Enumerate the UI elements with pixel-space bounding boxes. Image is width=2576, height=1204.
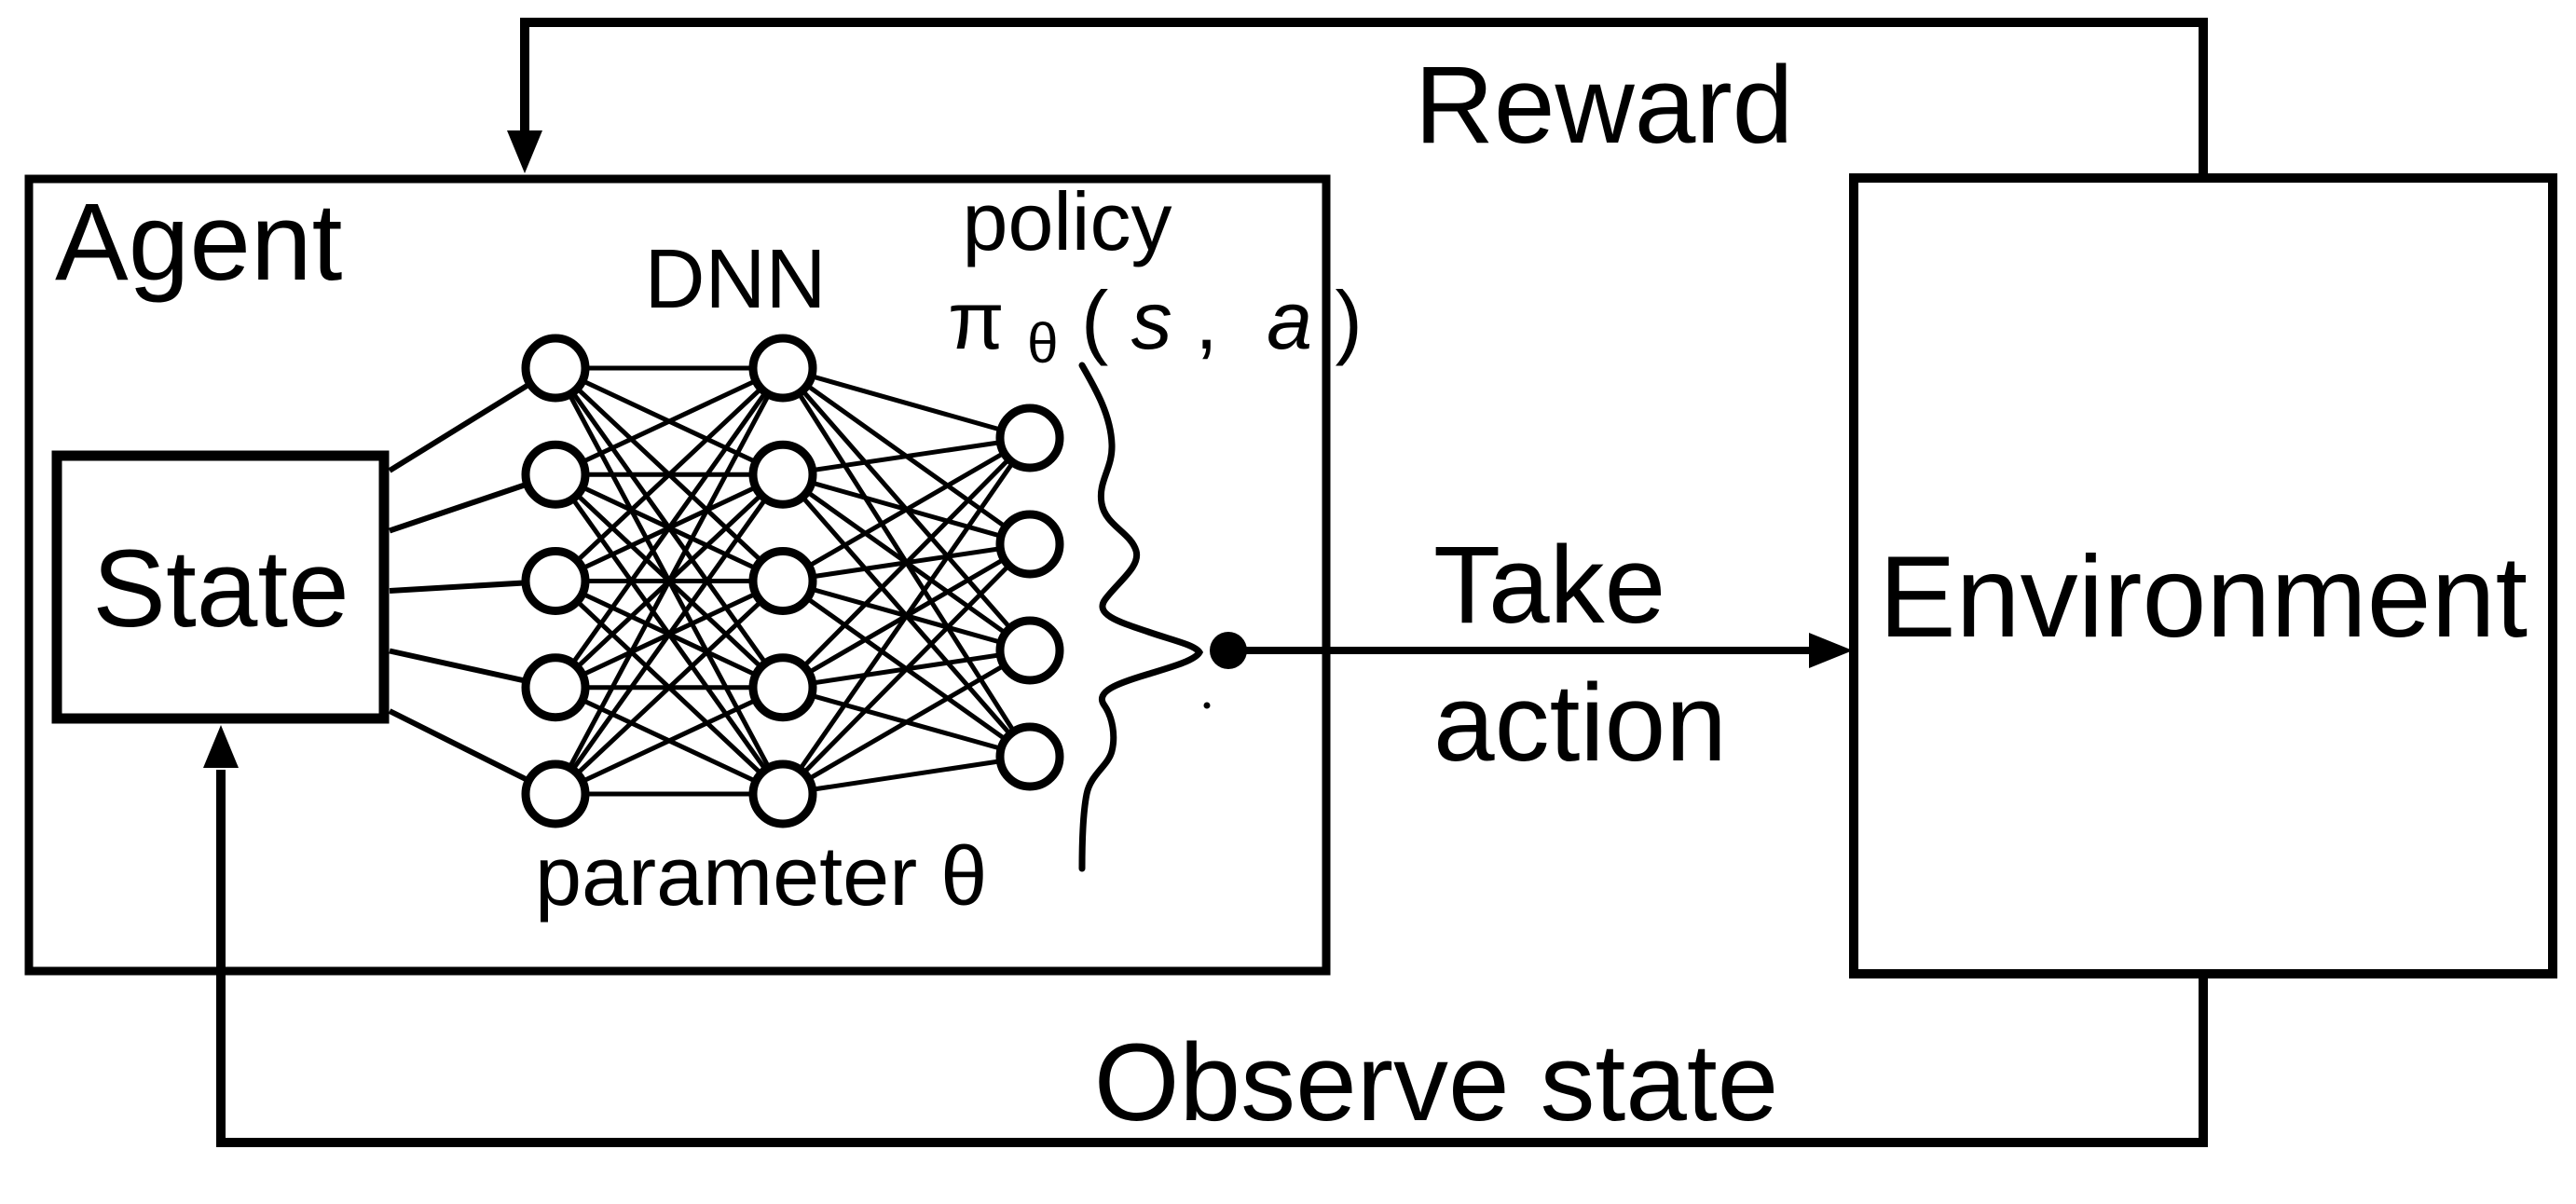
nn-edge — [554, 579, 785, 796]
parameter-label: parameter θ — [535, 830, 987, 924]
action-label: action — [1433, 662, 1727, 785]
state-label: State — [92, 527, 349, 650]
agent-label: Agent — [55, 181, 342, 304]
policy-formula-open-paren: ( — [1081, 274, 1108, 366]
nn-hidden-node — [748, 440, 817, 509]
nn-edge — [781, 648, 1032, 797]
policy-formula-a: a — [1267, 274, 1312, 366]
nn-edge — [553, 366, 786, 690]
reward-arrowhead-icon — [507, 130, 542, 173]
nn-edge — [782, 435, 1031, 477]
nn-edge — [781, 542, 1032, 796]
dnn-label: DNN — [645, 233, 827, 326]
nn-hidden-node — [748, 759, 817, 828]
nn-edge — [554, 365, 785, 477]
nn-output-node — [995, 722, 1064, 791]
nn-edge — [781, 435, 1032, 583]
output-brace — [1078, 362, 1204, 872]
nn-input-node — [521, 547, 590, 615]
network-edges — [553, 365, 1033, 797]
policy-formula-pi: π — [948, 274, 1005, 366]
network-nodes — [521, 334, 1064, 828]
nn-edge — [782, 365, 1031, 441]
nn-edge — [553, 472, 786, 796]
nn-input-node — [521, 653, 590, 722]
policy-formula-theta-subscript: θ — [1027, 312, 1058, 375]
take-label: Take — [1433, 524, 1665, 647]
nn-output-node — [995, 404, 1064, 472]
observe-arrowhead-icon — [203, 725, 239, 768]
nn-input-node — [521, 759, 590, 828]
policy-formula-comma: , — [1195, 274, 1217, 366]
ink-speck — [1203, 702, 1211, 709]
nn-output-node — [995, 510, 1064, 579]
policy-label: policy — [963, 175, 1172, 267]
observe-path-line — [216, 770, 2208, 1147]
policy-formula-close-paren: ) — [1336, 274, 1363, 366]
nn-input-node — [521, 440, 590, 509]
nn-input-node — [521, 334, 590, 403]
reward-label: Reward — [1415, 44, 1794, 167]
nn-edge — [554, 685, 785, 797]
nn-edge — [554, 366, 785, 583]
nn-hidden-node — [748, 547, 817, 615]
nn-hidden-node — [748, 334, 817, 403]
nn-edge — [553, 366, 786, 796]
nn-output-node — [995, 616, 1064, 685]
environment-box — [1849, 173, 2557, 978]
take-action-arrowhead-icon — [1809, 633, 1853, 668]
environment-label: Environment — [1879, 533, 2528, 662]
policy-formula: π θ ( s , a ) — [948, 274, 1363, 380]
policy-formula-s: s — [1131, 274, 1172, 366]
state-box — [51, 450, 390, 724]
observe-state-label: Observe state — [1094, 1021, 1779, 1144]
reward-path-line — [520, 18, 2208, 173]
nn-edge — [782, 754, 1031, 797]
nn-edge — [781, 436, 1032, 690]
nn-hidden-node — [748, 653, 817, 722]
nn-edge — [780, 436, 1033, 796]
